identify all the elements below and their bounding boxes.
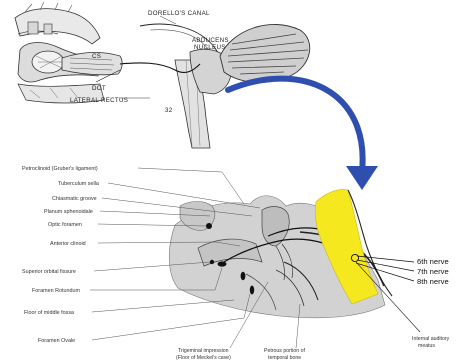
label-trigeminal-impression: Trigeminal impression — [178, 348, 229, 354]
label-6th-nerve: 6th nerve — [417, 257, 449, 266]
label-anterior-clinoid: Anterior clinoid — [50, 241, 86, 247]
label-foramen-rotundum: Foramen Rotundum — [32, 288, 80, 294]
label-tuberculum-sella: Tuberculum sella — [58, 181, 99, 187]
bottom-skull-base — [169, 190, 420, 332]
label-superior-orbital-fissure: Superior orbital fissure — [22, 269, 76, 275]
label-optic-foramen: Optic foramen — [48, 222, 82, 228]
label-planum-sphenoidale: Planum sphenoidale — [44, 209, 93, 215]
label-chiasmatic-groove: Chiasmatic groove — [52, 196, 97, 202]
label-7th-nerve: 7th nerve — [417, 267, 449, 276]
label-figure-number: 32 — [165, 107, 173, 114]
label-lateral-rectus: LATERAL RECTUS — [70, 97, 128, 104]
label-temporal-bone: temporal bone — [268, 355, 301, 361]
label-cs: CS — [92, 53, 101, 60]
label-dot: DOT — [92, 85, 106, 92]
label-meckels-cave: (Floor of Meckel's cave) — [176, 355, 231, 361]
label-nucleus: NUCLEUS — [194, 44, 226, 51]
top-skull-drawing — [15, 2, 310, 148]
label-abducens: ABDUCENS — [192, 37, 229, 44]
label-floor-middle-fossa: Floor of middle fossa — [24, 310, 74, 316]
label-meatus: meatus — [418, 343, 435, 349]
blue-arrow — [228, 79, 378, 190]
label-petroclinoid: Petroclinoid (Gruber's ligament) — [22, 166, 98, 172]
label-dorellos-canal: DORELLO'S CANAL — [148, 10, 210, 17]
label-petrous-portion: Petrous portion of — [264, 348, 306, 354]
label-8th-nerve: 8th nerve — [417, 277, 449, 286]
label-internal-auditory: Internal auditory — [412, 336, 450, 342]
label-foramen-ovale: Foramen Ovale — [38, 338, 75, 344]
